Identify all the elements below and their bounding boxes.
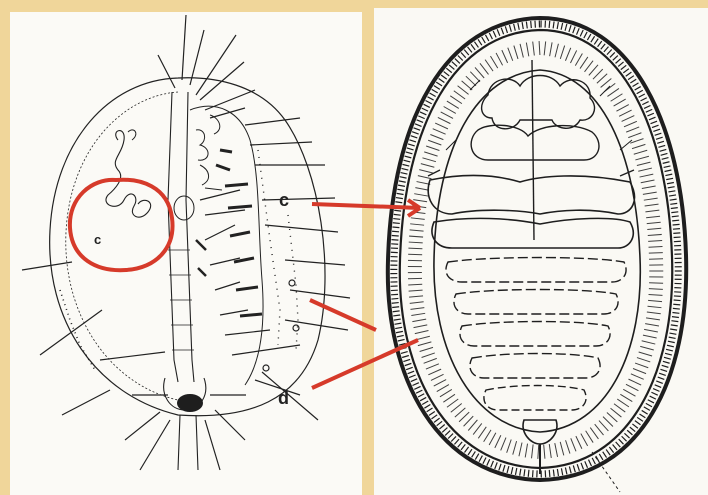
pointer-arrows <box>310 200 420 388</box>
anal-ring <box>177 394 203 412</box>
label-c-small: c <box>94 232 101 247</box>
label-c-large: c <box>279 190 289 211</box>
label-d: d <box>278 388 289 409</box>
right-insect-drawing <box>388 18 686 492</box>
highlight-circle <box>70 180 173 270</box>
